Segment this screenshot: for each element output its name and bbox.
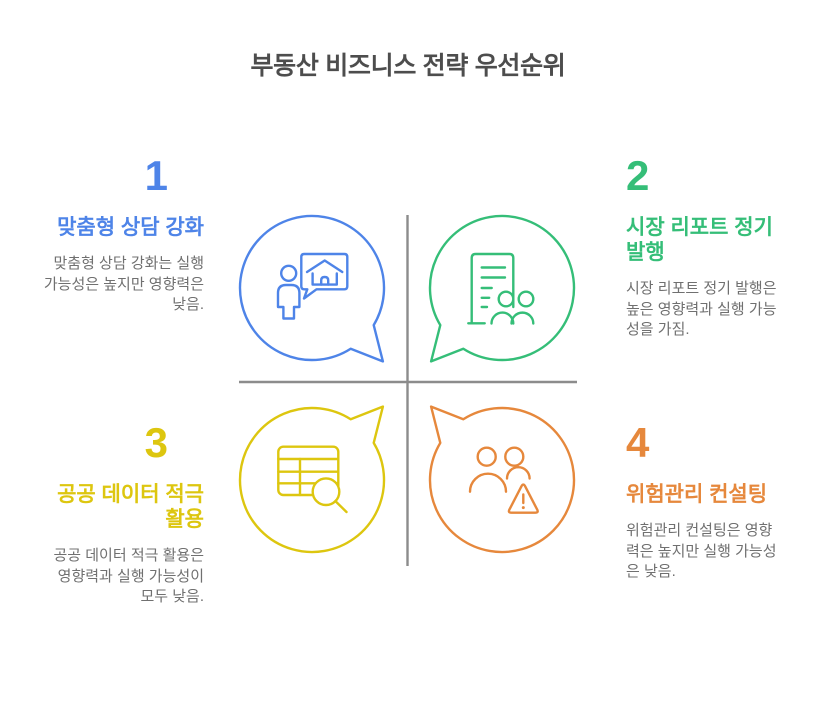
person-shoulders-right	[507, 467, 530, 478]
document-outline	[472, 254, 514, 323]
person-head-right	[519, 292, 534, 307]
report-document-people-icon	[430, 216, 574, 361]
speech-bubble-outline	[430, 407, 574, 552]
card-2-description: 시장 리포트 정기 발행은 높은 영향력과 실행 가능성을 가짐.	[626, 280, 777, 339]
house-body	[313, 274, 337, 285]
consult-person-house-icon	[240, 216, 384, 361]
speech-bubble-outline	[430, 216, 574, 361]
house-roof	[307, 261, 342, 273]
speech-bubble-outline	[240, 216, 384, 361]
page-title: 부동산 비즈니스 전략 우선순위	[250, 52, 566, 80]
card-2-number: 2	[626, 152, 650, 199]
card-3-number: 3	[144, 419, 168, 466]
person-head	[281, 266, 296, 281]
card-1-consulting: 1 맞춤형 상담 강화 맞춤형 상담 강화는 실행 가능성은 높지만 영향력은 …	[40, 155, 204, 316]
card-1-description: 맞춤형 상담 강화는 실행 가능성은 높지만 영향력은 낮음.	[43, 255, 204, 314]
person-head-right	[505, 448, 523, 466]
person-body	[278, 285, 299, 319]
card-4-risk-consulting: 4 위험관리 컨설팅 위험관리 컨설팅은 영향력은 높지만 실행 가능성은 낮음…	[626, 422, 784, 583]
card-3-heading: 공공 데이터 적극 활용	[57, 483, 204, 532]
card-4-heading: 위험관리 컨설팅	[626, 483, 768, 506]
magnifier-handle	[335, 501, 346, 512]
card-3-public-data: 3 공공 데이터 적극 활용 공공 데이터 적극 활용은 영향력과 실행 가능성…	[40, 422, 204, 608]
document-text-lines	[482, 268, 505, 308]
house-door	[321, 277, 328, 285]
magnifier-glass	[313, 478, 340, 505]
card-1-number: 1	[144, 152, 168, 199]
axis-lines	[239, 215, 577, 566]
quadrant-diagram	[200, 180, 620, 600]
speech-bubble-outline	[240, 407, 384, 552]
card-4-number: 4	[626, 419, 650, 466]
person-shoulders-left	[470, 474, 506, 492]
card-2-heading: 시장 리포트 정기 발행	[626, 216, 773, 265]
risk-people-warning-icon	[430, 407, 574, 552]
data-table-magnifier-icon	[240, 407, 384, 552]
card-2-market-report: 2 시장 리포트 정기 발행 시장 리포트 정기 발행은 높은 영향력과 실행 …	[626, 155, 784, 341]
card-3-description: 공공 데이터 적극 활용은 영향력과 실행 가능성이 모두 낮음.	[53, 547, 204, 606]
person-head-left	[478, 448, 496, 466]
warning-exclamation-dot	[521, 506, 525, 510]
card-1-heading: 맞춤형 상담 강화	[57, 216, 204, 239]
card-4-description: 위험관리 컨설팅은 영향력은 높지만 실행 가능성은 낮음.	[626, 522, 777, 581]
person-head-left	[499, 292, 514, 307]
people-shoulders	[492, 313, 534, 324]
